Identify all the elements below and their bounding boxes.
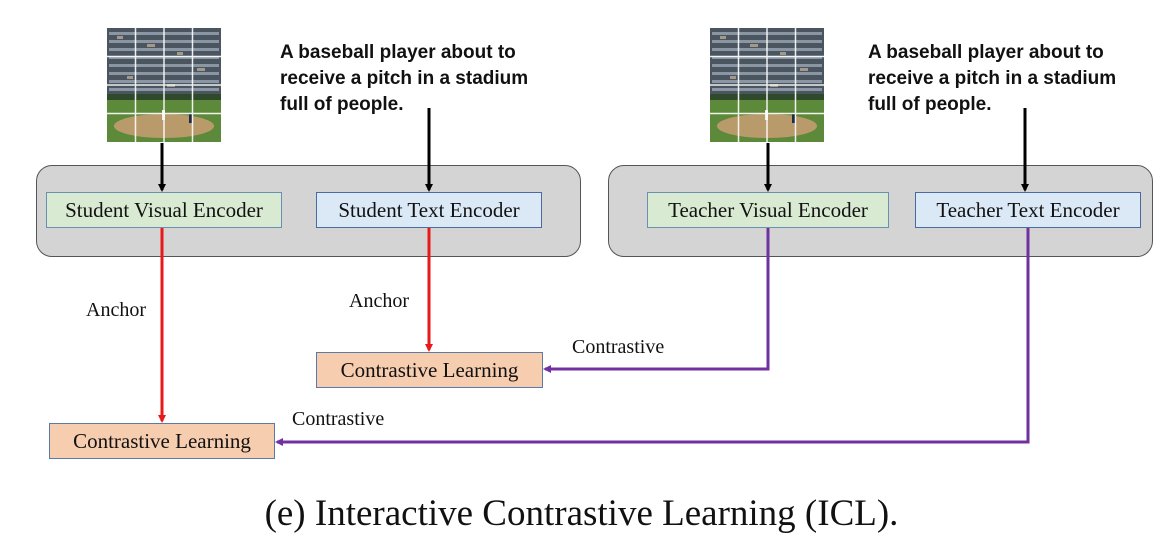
teacher-text-contrastive-arrow [275, 228, 1030, 446]
caption-line: full of people. [280, 94, 404, 115]
figure-title: (e) Interactive Contrastive Learning (IC… [264, 493, 899, 534]
contrastive-label-1: Contrastive [572, 336, 665, 358]
contrastive-label-2: Contrastive [292, 408, 385, 430]
caption-line: receive a pitch in a stadium [868, 68, 1117, 89]
caption-line: full of people. [868, 94, 992, 115]
student-caption: A baseball player about to receive a pit… [280, 40, 528, 118]
student-image [107, 28, 221, 142]
anchor-label-1: Anchor [86, 299, 146, 321]
teacher-visual-encoder: Teacher Visual Encoder [647, 192, 889, 228]
teacher-caption: A baseball player about to receive a pit… [868, 40, 1116, 118]
caption-line: receive a pitch in a stadium [280, 68, 529, 89]
teacher-image [710, 28, 824, 142]
caption-line: A baseball player about to [280, 42, 516, 63]
teacher-text-encoder: Teacher Text Encoder [915, 192, 1141, 228]
contrastive-learning-lower: Contrastive Learning [49, 423, 275, 459]
teacher-visual-contrastive-arrow [543, 228, 770, 373]
anchor-label-2: Anchor [349, 290, 409, 312]
caption-line: A baseball player about to [868, 42, 1104, 63]
contrastive-learning-upper: Contrastive Learning [316, 352, 543, 388]
student-visual-encoder: Student Visual Encoder [46, 192, 282, 228]
student-text-encoder: Student Text Encoder [316, 192, 542, 228]
